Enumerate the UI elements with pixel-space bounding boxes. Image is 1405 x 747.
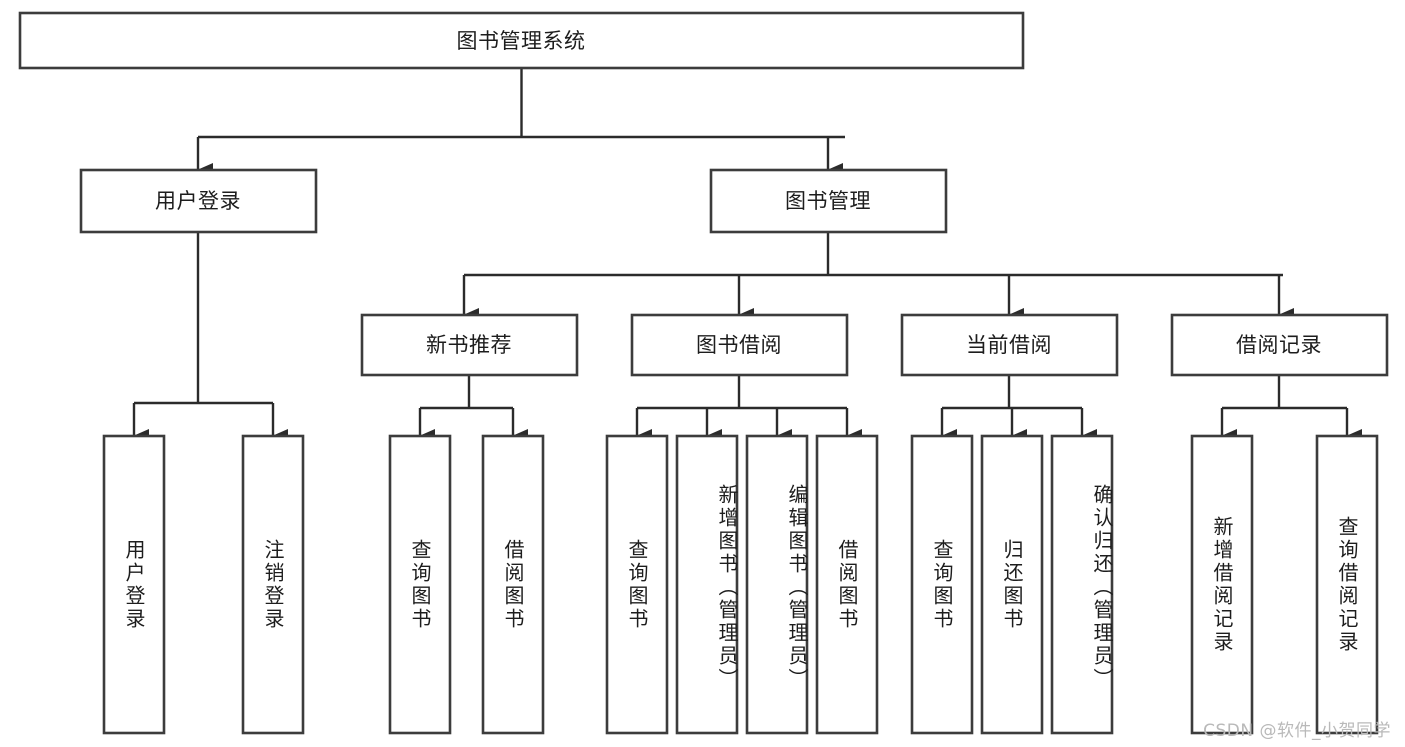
leaf-box-edit-book[interactable] <box>745 434 809 735</box>
leaf-box-user-login[interactable] <box>102 434 166 735</box>
leaf-box-add-record[interactable] <box>1190 434 1254 735</box>
node-book-manage-label: 图书管理 <box>785 189 871 213</box>
node-book-manage[interactable]: 图书管理 <box>709 168 948 234</box>
watermark: CSDN @软件_小贺同学 <box>1203 721 1391 741</box>
connector-borrow-record-to-leaves <box>1220 375 1362 443</box>
leaf-box-query-record[interactable] <box>1315 434 1379 735</box>
node-borrow-record[interactable]: 借阅记录 <box>1170 313 1389 377</box>
node-book-borrow[interactable]: 图书借阅 <box>630 313 849 377</box>
leaf-boxes <box>102 434 1379 735</box>
node-root[interactable]: 图书管理系统 <box>18 11 1025 70</box>
connector-book-borrow-to-leaves <box>635 375 862 443</box>
leaf-box-query-book-3[interactable] <box>910 434 974 735</box>
connector-current-borrow-to-leaves <box>940 375 1097 443</box>
node-borrow-record-label: 借阅记录 <box>1236 333 1322 357</box>
leaf-box-borrow-book-1[interactable] <box>481 434 545 735</box>
leaf-box-add-book[interactable] <box>675 434 739 735</box>
leaf-box-user-logout[interactable] <box>241 434 305 735</box>
leaf-box-query-book-2[interactable] <box>605 434 669 735</box>
leaf-box-query-book-1[interactable] <box>388 434 452 735</box>
node-book-borrow-label: 图书借阅 <box>696 333 782 357</box>
leaf-box-borrow-book-2[interactable] <box>815 434 879 735</box>
node-current-borrow[interactable]: 当前借阅 <box>900 313 1119 377</box>
leaf-box-confirm-return[interactable] <box>1050 434 1114 735</box>
node-root-label: 图书管理系统 <box>457 29 586 53</box>
connector-root-to-level2 <box>196 68 845 177</box>
node-user-login[interactable]: 用户登录 <box>79 168 318 234</box>
node-new-book-rec-label: 新书推荐 <box>426 333 512 357</box>
connector-book-manage-to-level3 <box>462 232 1294 322</box>
leaf-box-return-book[interactable] <box>980 434 1044 735</box>
node-new-book-rec[interactable]: 新书推荐 <box>360 313 579 377</box>
node-current-borrow-label: 当前借阅 <box>966 333 1052 357</box>
connector-user-login-to-leaves <box>132 232 288 443</box>
node-user-login-label: 用户登录 <box>155 189 241 213</box>
connector-new-book-rec-to-leaves <box>418 375 528 443</box>
